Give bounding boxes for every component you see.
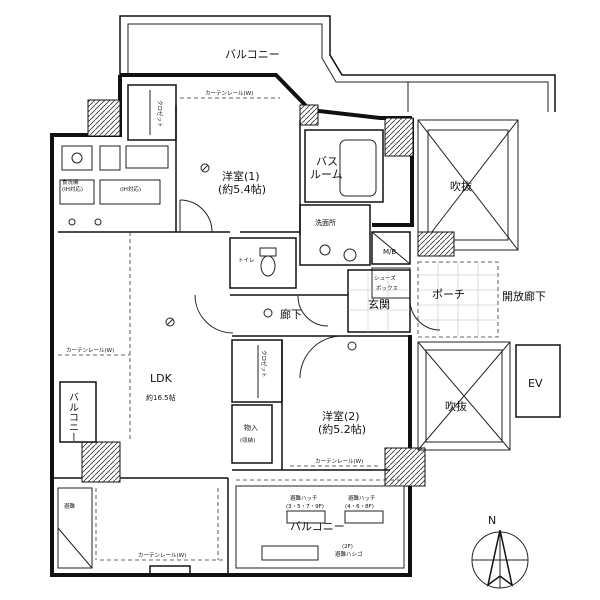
bath-label-2: ルーム bbox=[310, 168, 343, 181]
balcony-left-label: バルコニー bbox=[67, 392, 79, 442]
ev-label: EV bbox=[528, 377, 543, 390]
toilet: トイレ bbox=[229, 237, 297, 289]
column-left bbox=[81, 441, 121, 483]
balcony-bottom: 避難ハッチ (3・5・7・9F) 避難ハッチ (4・6・8F) バルコニー (2… bbox=[235, 479, 405, 569]
room-2-name: 洋室(2) bbox=[322, 409, 360, 423]
kitchen-label-c: (IH対応) bbox=[120, 185, 141, 193]
curtain-bottom: カーテンレール(W) bbox=[100, 552, 225, 575]
toilet-label: トイレ bbox=[238, 258, 255, 264]
room-2-size: (約5.2帖) bbox=[318, 422, 366, 436]
shoes-box: シューズ ボックス bbox=[371, 267, 411, 299]
entrance-label: 玄関 bbox=[368, 297, 390, 311]
column-top-right bbox=[384, 117, 414, 157]
curtain-bottom-label: カーテンレール(W) bbox=[138, 552, 186, 559]
curtain-top: カーテンレール(W) bbox=[180, 90, 280, 99]
shoes-box-label-2: ボックス bbox=[376, 284, 398, 292]
hatch-b-sub: (4・6・8F) bbox=[345, 504, 374, 510]
void-mid: 吹抜 bbox=[417, 341, 511, 451]
emergency-left: 避難 bbox=[57, 487, 219, 569]
hatch-ladder-label: (2F) bbox=[342, 544, 353, 550]
column-mid-top bbox=[299, 104, 319, 126]
void-top-label: 吹抜 bbox=[450, 179, 472, 193]
closet-top: クロゼット bbox=[127, 84, 177, 141]
hatch-ladder-label-2: 避難ハシゴ bbox=[335, 550, 363, 558]
open-corridor-label: 開放廊下 bbox=[502, 289, 546, 303]
balcony-bottom-label: バルコニー bbox=[290, 520, 345, 533]
corridor: 廊下 bbox=[194, 294, 410, 337]
north-label: N bbox=[488, 514, 496, 527]
bath-room: バス ルーム bbox=[304, 129, 384, 203]
storage: 物入 (収納) bbox=[231, 404, 273, 464]
room-1-size: (約5.4帖) bbox=[218, 182, 266, 196]
storage-sub: (収納) bbox=[240, 436, 255, 444]
curtain-ldk-label: カーテンレール(W) bbox=[66, 347, 114, 354]
kitchen-label-a: 食洗機 bbox=[62, 178, 79, 186]
porch: ポーチ 開放廊下 bbox=[417, 261, 546, 338]
storage-label: 物入 bbox=[244, 423, 258, 432]
balcony-left: バルコニー bbox=[59, 381, 97, 443]
closet-mid-label: クロゼット bbox=[260, 350, 268, 378]
bath-label: バス bbox=[316, 155, 338, 168]
ldk: 食洗機 (IH対応) (IH対応) カーテンレール(W) LDK 約16.5帖 bbox=[58, 145, 176, 440]
shoes-box-label: シューズ bbox=[374, 274, 396, 282]
kitchen-label-b: (IH対応) bbox=[62, 185, 83, 193]
entrance: 玄関 bbox=[347, 269, 441, 333]
closet-mid: クロゼット bbox=[231, 339, 283, 403]
room-1-name: 洋室(1) bbox=[222, 169, 260, 183]
balcony-top-label: バルコニー bbox=[225, 48, 280, 61]
washroom-label: 洗面所 bbox=[315, 218, 336, 227]
emergency-left-label: 避難 bbox=[64, 502, 76, 510]
curtain-room2-label: カーテンレール(W) bbox=[315, 458, 363, 465]
elevator: EV bbox=[515, 344, 561, 418]
ldk-size: 約16.5帖 bbox=[146, 393, 176, 402]
closet-top-label: クロゼット bbox=[156, 100, 164, 128]
meter-box: M/B bbox=[371, 231, 455, 265]
corridor-label: 廊下 bbox=[280, 307, 302, 321]
void-top: 吹抜 bbox=[417, 119, 519, 251]
hatch-b-label: 避難ハッチ bbox=[348, 494, 376, 502]
mb-label: M/B bbox=[383, 248, 396, 256]
hatch-a-label: 避難ハッチ bbox=[290, 494, 318, 502]
column-top-left bbox=[87, 99, 121, 137]
void-mid-label: 吹抜 bbox=[445, 399, 467, 413]
ldk-label: LDK bbox=[150, 372, 173, 385]
north-arrow: N bbox=[471, 514, 529, 589]
room-1: 洋室(1) (約5.4帖) bbox=[175, 105, 301, 235]
curtain-top-label: カーテンレール(W) bbox=[205, 90, 253, 97]
hatch-a-sub: (3・5・7・9F) bbox=[286, 504, 324, 510]
room-2: 洋室(2) (約5.2帖) カーテンレール(W) bbox=[232, 335, 390, 471]
porch-label: ポーチ bbox=[432, 288, 465, 301]
balcony-top: バルコニー bbox=[119, 15, 556, 112]
washroom: 洗面所 bbox=[299, 204, 371, 266]
